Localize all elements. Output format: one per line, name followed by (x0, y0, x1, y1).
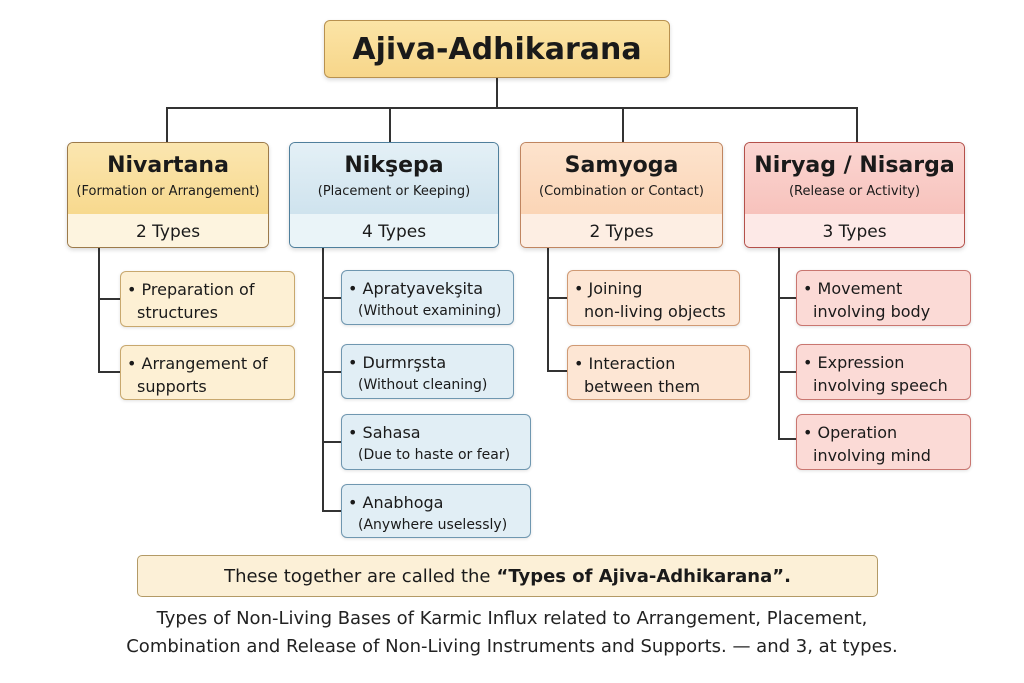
category-name: Nivartana (107, 153, 229, 178)
connector (322, 371, 341, 373)
category-types: 3 Types (745, 214, 964, 247)
item-title: Expression (817, 353, 905, 372)
summary-emphasis: “Types of Ajiva-Adhikarana”. (496, 565, 791, 587)
item-detail: (Anywhere uselessly) (358, 517, 508, 533)
connector (856, 107, 858, 142)
connector (622, 107, 624, 142)
item-title: Preparation of (141, 280, 255, 299)
item-detail: (Without cleaning) (358, 377, 488, 393)
item-detail: (Due to haste or fear) (358, 447, 511, 463)
item-title: Anabhoga (362, 493, 444, 512)
connector (547, 248, 549, 372)
item-detail: supports (137, 377, 207, 396)
connector (322, 441, 341, 443)
category-subtitle: (Combination or Contact) (539, 184, 704, 199)
item-detail: involving speech (813, 376, 948, 395)
category-types: 2 Types (521, 214, 722, 247)
category-types: 4 Types (290, 214, 498, 247)
category-types: 2 Types (68, 214, 268, 247)
connector (389, 107, 391, 142)
category-name: Nikşepa (344, 153, 444, 178)
list-item: • Durmrşsta(Without cleaning) (341, 344, 514, 399)
item-title: Joining (588, 279, 643, 298)
category-name: Niryag / Nisarga (754, 153, 955, 178)
connector (166, 107, 858, 109)
connector (778, 297, 796, 299)
category-card-nivartana: Nivartana (Formation or Arrangement) 2 Ty… (67, 142, 269, 248)
root-title: Ajiva-Adhikarana (324, 20, 670, 78)
category-card-niryag: Niryag / Nisarga (Release or Activity) 3 … (744, 142, 965, 248)
connector (496, 78, 498, 109)
item-detail: (Without examining) (358, 303, 502, 319)
item-title: Apratyavekşita (362, 279, 483, 298)
list-item: • Apratyavekşita(Without examining) (341, 270, 514, 325)
item-title: Interaction (588, 354, 676, 373)
list-item: • Anabhoga(Anywhere uselessly) (341, 484, 531, 538)
item-title: Movement (817, 279, 903, 298)
connector (547, 370, 567, 372)
category-subtitle: (Formation or Arrangement) (76, 184, 260, 199)
category-name: Samyoga (564, 153, 679, 178)
connector (322, 248, 324, 512)
summary-banner: These together are called the“Types of A… (137, 555, 878, 597)
item-detail: between them (584, 377, 701, 396)
connector (98, 371, 120, 373)
category-card-nikshepa: Nikşepa (Placement or Keeping) 4 Types (289, 142, 499, 248)
connector (778, 371, 796, 373)
item-title: Arrangement of (141, 354, 268, 373)
item-detail: structures (137, 303, 218, 322)
connector (547, 297, 567, 299)
item-title: Sahasa (362, 423, 421, 442)
item-title: Operation (817, 423, 898, 442)
connector (166, 107, 168, 142)
caption-line-1: Types of Non-Living Bases of Karmic Infl… (156, 608, 868, 629)
connector (98, 248, 100, 373)
connector (98, 298, 120, 300)
category-subtitle: (Placement or Keeping) (317, 184, 471, 199)
item-detail: involving mind (813, 446, 931, 465)
caption-line-2: Combination and Release of Non-Living In… (126, 636, 898, 657)
category-subtitle: (Release or Activity) (788, 184, 921, 199)
connector (322, 510, 341, 512)
item-detail: involving body (813, 302, 931, 321)
item-detail: non-living objects (584, 302, 726, 321)
connector (778, 248, 780, 439)
connector (322, 297, 341, 299)
summary-prefix: These together are called the (224, 565, 491, 587)
item-title: Durmrşsta (362, 353, 447, 372)
connector (778, 438, 796, 440)
list-item: • Sahasa(Due to haste or fear) (341, 414, 531, 470)
category-card-samyoga: Samyoga (Combination or Contact) 2 Types (520, 142, 723, 248)
